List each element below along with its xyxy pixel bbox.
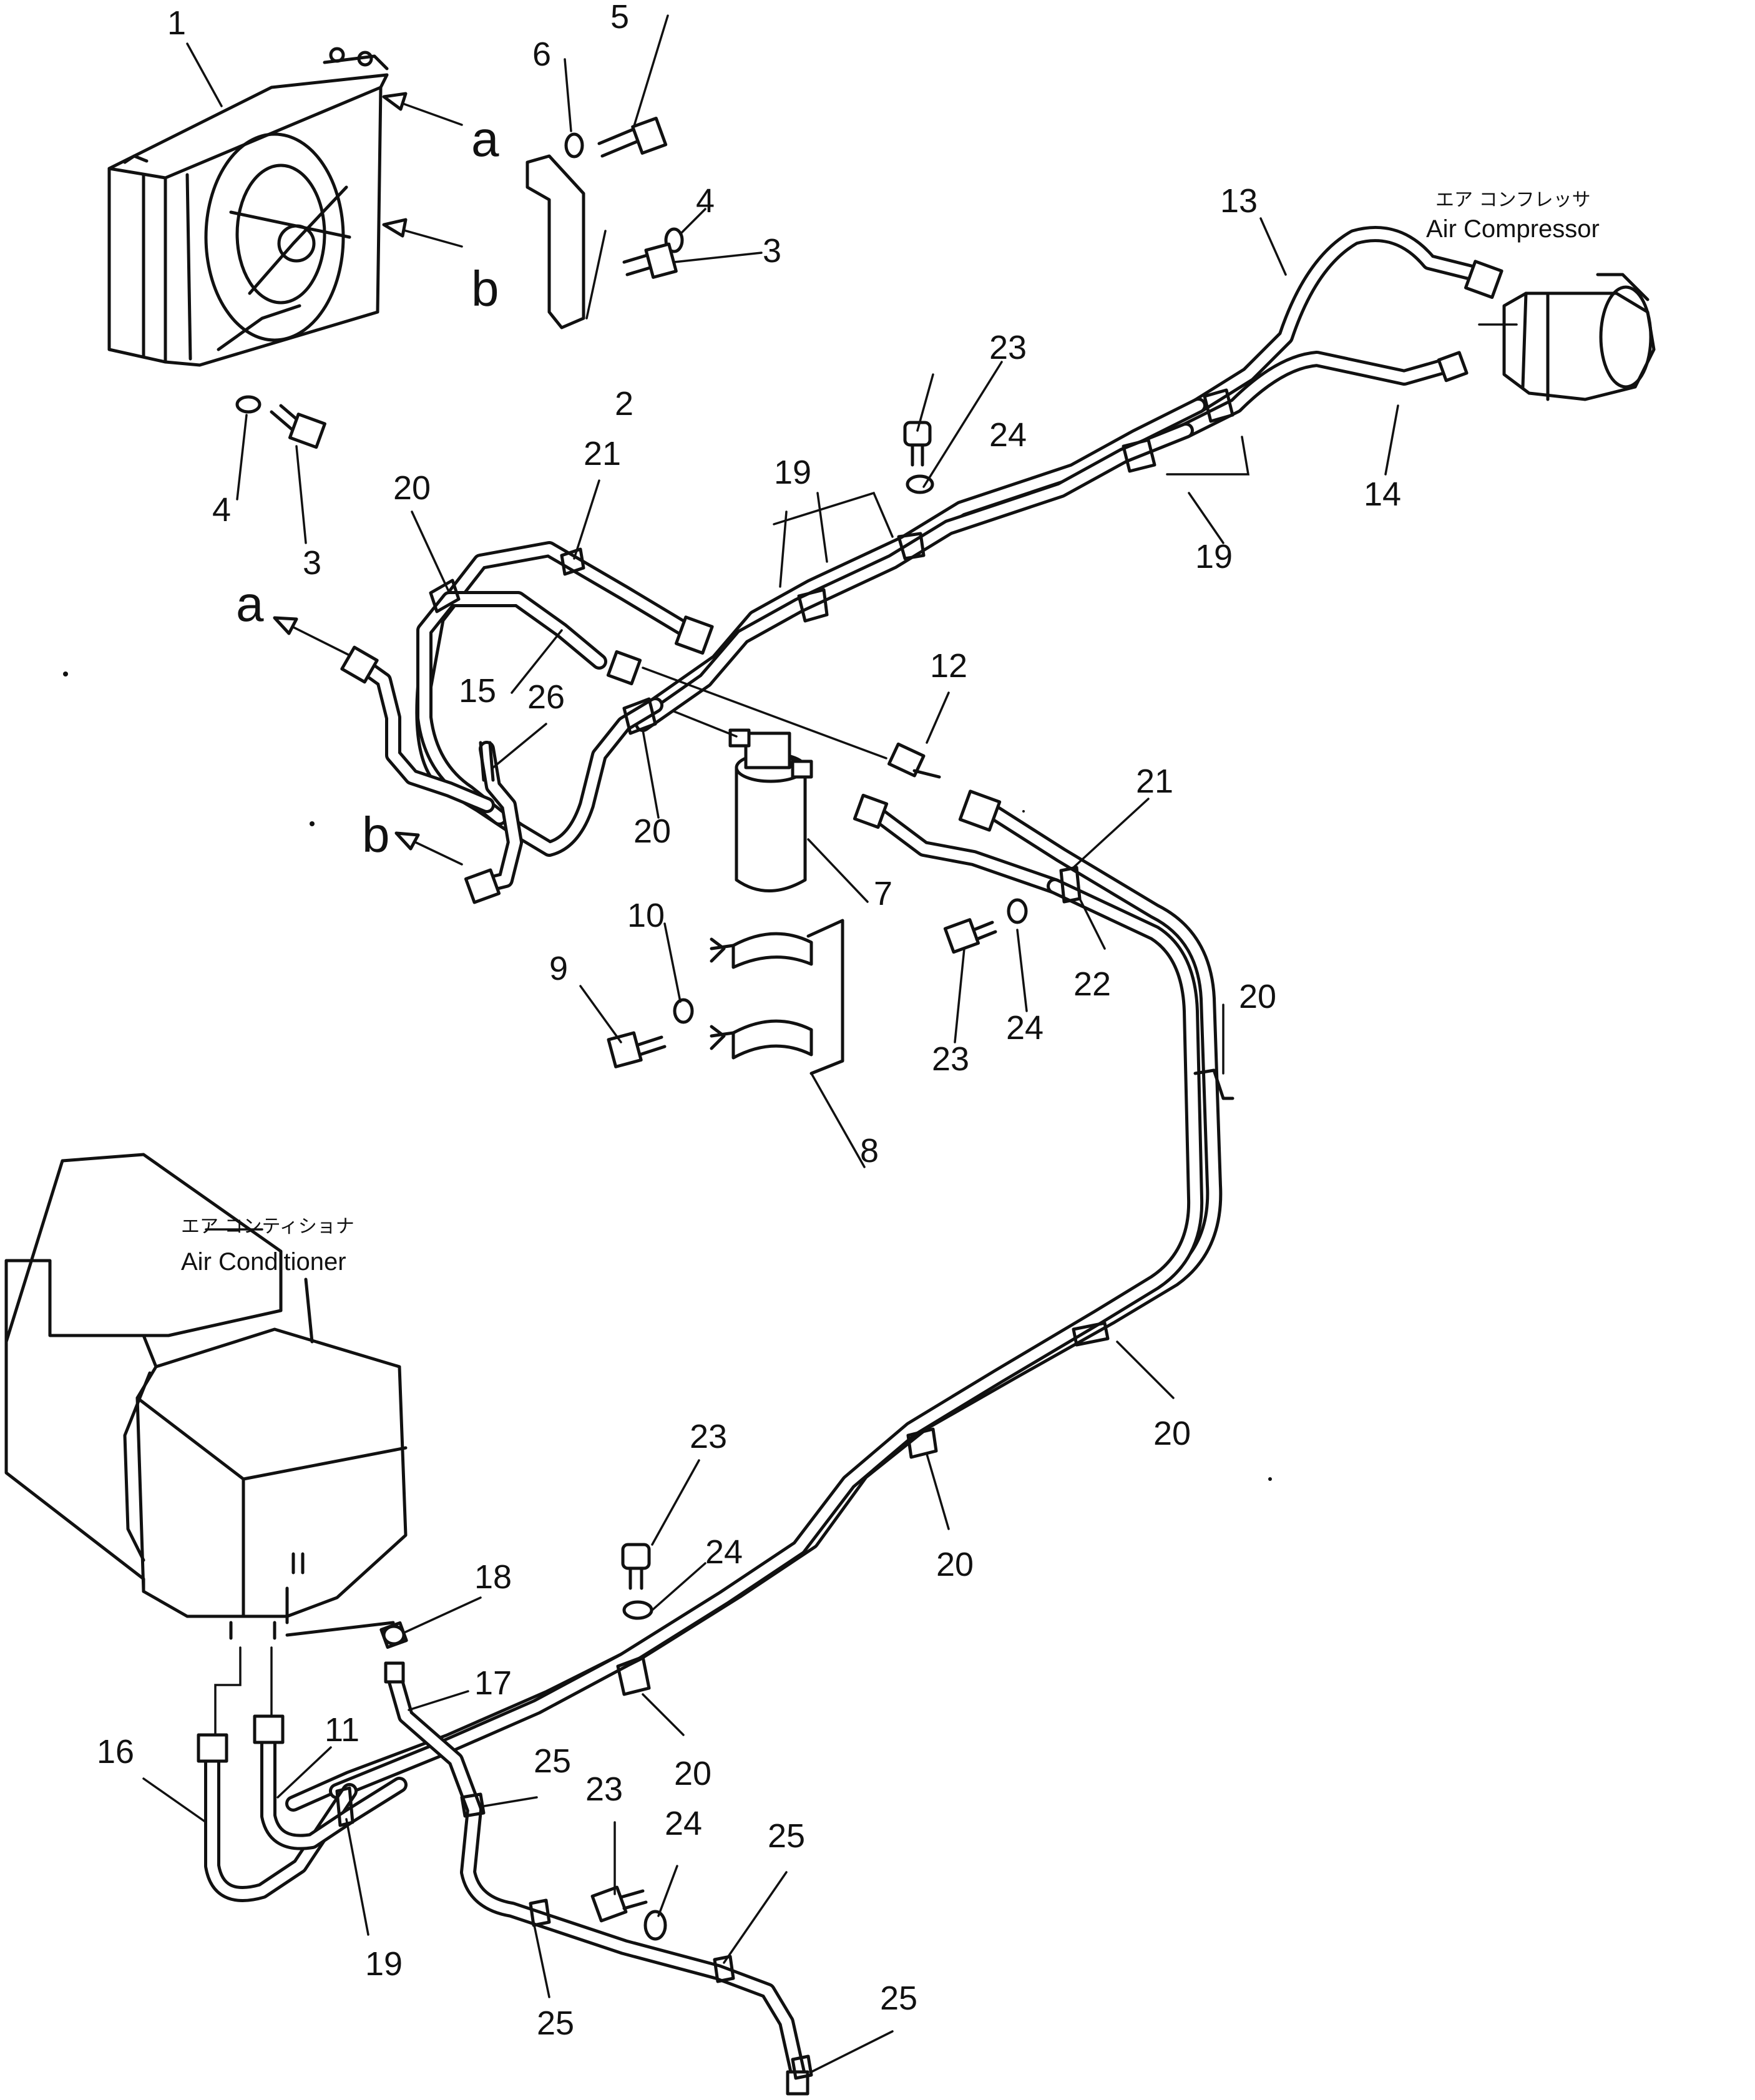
- air-compressor: [1502, 273, 1656, 401]
- fittings: [197, 260, 1503, 2096]
- grommet: [382, 1624, 406, 1646]
- part-label-20: 20: [1239, 978, 1276, 1015]
- part-label-24: 24: [1006, 1009, 1044, 1047]
- part-label-19: 19: [774, 454, 811, 491]
- marker-a-left: a: [236, 576, 264, 632]
- part-label-4: 4: [696, 182, 715, 220]
- part-label-23: 23: [585, 1770, 623, 1808]
- part-label-4: 4: [212, 491, 231, 529]
- washer: [1007, 898, 1028, 924]
- marker-b-left: b: [362, 807, 390, 862]
- washer: [664, 227, 684, 253]
- part-label-10: 10: [627, 897, 665, 934]
- receiver-drier: [728, 728, 813, 892]
- part-label-24: 24: [665, 1805, 702, 1842]
- part-label-20: 20: [674, 1755, 711, 1792]
- marker-a-top: a: [471, 111, 499, 167]
- compressor-label-jp: エア コンフレッサ: [1435, 189, 1591, 211]
- part-label-12: 12: [930, 647, 967, 685]
- part-label-25: 25: [768, 1817, 805, 1855]
- part-label-20: 20: [393, 469, 431, 507]
- washer: [564, 132, 584, 159]
- clamp-bracket: [710, 919, 844, 1075]
- part-label-22: 22: [1073, 965, 1111, 1003]
- refrigerant-pipes: [204, 226, 1487, 2086]
- bolt: [597, 116, 668, 158]
- part-label-16: 16: [97, 1733, 134, 1770]
- part-label-23: 23: [690, 1418, 727, 1455]
- bolt: [622, 242, 678, 279]
- part-label-25: 25: [534, 1742, 571, 1780]
- part-label-14: 14: [1364, 476, 1401, 513]
- part-label-20: 20: [633, 813, 671, 850]
- part-label-8: 8: [860, 1132, 879, 1170]
- air-conditioner-unit: [4, 1153, 408, 1640]
- washer: [622, 1600, 653, 1620]
- part-label-23: 23: [989, 329, 1027, 366]
- pressure-switch: [887, 742, 941, 779]
- washer: [673, 998, 694, 1024]
- part-label-24: 24: [705, 1533, 743, 1571]
- bolt: [607, 1031, 667, 1068]
- specks: [63, 672, 1272, 1481]
- part-label-20: 20: [1153, 1415, 1191, 1452]
- part-label-18: 18: [474, 1558, 512, 1596]
- compressor-label: Air Compressor: [1426, 215, 1600, 243]
- bolt: [943, 918, 997, 954]
- bolt: [903, 421, 932, 467]
- bracket: [526, 154, 585, 330]
- part-label-25: 25: [537, 2005, 574, 2042]
- part-label-15: 15: [459, 672, 496, 710]
- leader-lines: [142, 14, 1518, 2073]
- part-label-20: 20: [936, 1546, 974, 1583]
- bolt: [590, 1885, 648, 1923]
- part-label-23: 23: [932, 1040, 969, 1078]
- part-label-21: 21: [1136, 763, 1173, 800]
- part-label-1: 1: [167, 4, 186, 42]
- marker-b-top: b: [471, 261, 499, 316]
- bolt: [621, 1543, 651, 1590]
- part-label-13: 13: [1220, 182, 1258, 220]
- conditioner-label-jp: エア コンティショナ: [181, 1216, 354, 1238]
- part-label-25: 25: [880, 1980, 917, 2017]
- conditioner-label: Air Conditioner: [181, 1248, 346, 1276]
- washer: [643, 1910, 667, 1941]
- part-label-2: 2: [615, 385, 633, 422]
- part-label-17: 17: [474, 1664, 512, 1702]
- part-label-24: 24: [989, 416, 1027, 454]
- washer: [906, 474, 934, 494]
- part-number-labels: 1 2 3 3 4 4 5 6 7 8 9 10 11 12 13 14 15 …: [97, 0, 1401, 2042]
- condenser-unit: [107, 47, 389, 367]
- part-label-3: 3: [303, 544, 321, 582]
- part-label-3: 3: [763, 232, 781, 270]
- washer: [235, 395, 262, 414]
- part-label-21: 21: [584, 435, 621, 472]
- part-label-19: 19: [1195, 538, 1233, 575]
- bolt: [270, 404, 326, 449]
- part-label-9: 9: [549, 950, 568, 987]
- part-label-26: 26: [527, 678, 565, 716]
- part-label-7: 7: [874, 875, 892, 912]
- part-label-19: 19: [365, 1945, 403, 1983]
- part-label-5: 5: [610, 0, 629, 36]
- part-label-6: 6: [532, 36, 551, 73]
- part-label-11: 11: [325, 1711, 359, 1749]
